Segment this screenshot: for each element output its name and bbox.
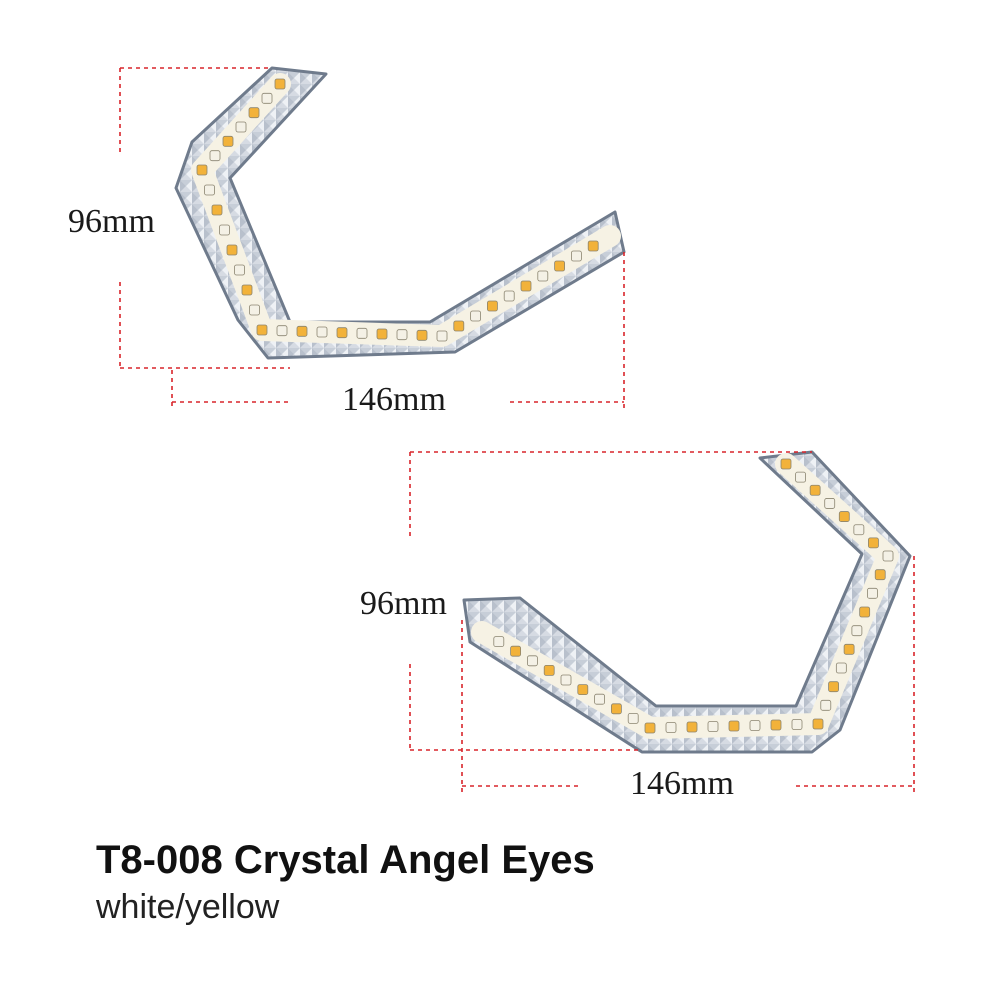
led-chip <box>204 184 215 196</box>
led-chip <box>882 550 894 562</box>
dimension-lines <box>119 67 625 410</box>
led-chip <box>795 471 806 483</box>
product-title: T8-008 Crystal Angel Eyes <box>96 838 595 882</box>
led-chip <box>665 722 677 733</box>
led-chip <box>851 625 863 637</box>
led-chip <box>436 330 448 342</box>
led-chips <box>196 78 599 342</box>
led-chip <box>470 310 482 322</box>
angel-eye-bottom: 96mm 146mm <box>360 450 915 802</box>
led-chip <box>209 150 221 162</box>
led-chip <box>486 300 498 312</box>
led-chip <box>594 693 605 705</box>
led-chip <box>560 674 572 686</box>
led-chip <box>274 78 286 90</box>
led-chip <box>835 662 847 674</box>
led-chip <box>587 240 599 252</box>
led-chip <box>627 713 639 724</box>
led-chip <box>686 721 698 733</box>
led-chip <box>336 327 348 339</box>
dimension-lines <box>409 451 915 794</box>
led-chip <box>809 484 821 496</box>
led-chip <box>843 643 855 655</box>
led-chip <box>316 326 328 338</box>
led-chip <box>261 92 273 104</box>
led-chip <box>453 320 465 332</box>
led-chip <box>527 655 538 667</box>
led-chip <box>222 135 234 147</box>
led-chip <box>749 720 761 731</box>
led-chip <box>396 329 408 341</box>
led-chip <box>416 329 428 341</box>
led-chip <box>510 645 522 657</box>
width-label: 146mm <box>630 765 734 802</box>
led-chip <box>853 524 865 536</box>
led-chip <box>226 244 238 256</box>
led-chip <box>234 264 245 276</box>
led-chip <box>707 721 719 732</box>
led-chip <box>874 569 886 581</box>
led-chip <box>554 260 565 272</box>
led-chip <box>868 537 879 549</box>
led-chip <box>820 699 832 711</box>
height-label: 96mm <box>360 585 447 622</box>
led-chip <box>241 284 253 296</box>
led-chip <box>828 681 839 693</box>
led-chip <box>770 719 782 731</box>
led-chip <box>493 636 505 647</box>
led-chip <box>249 304 260 316</box>
led-chip <box>276 325 288 337</box>
led-chip <box>196 164 208 176</box>
led-chip <box>611 703 622 715</box>
height-label: 96mm <box>68 203 155 240</box>
led-chip <box>235 121 247 133</box>
led-chip <box>780 458 792 470</box>
led-chip <box>296 325 308 337</box>
crystal-strip-body <box>462 450 912 754</box>
led-chip <box>219 224 230 236</box>
led-chip <box>859 606 871 618</box>
led-chip <box>543 665 555 676</box>
led-chip <box>520 280 532 292</box>
led-chip <box>356 327 368 339</box>
led-chip <box>812 718 824 730</box>
led-chip <box>211 204 223 216</box>
led-chip <box>248 107 260 119</box>
led-chip <box>376 328 388 340</box>
led-chip <box>838 511 850 522</box>
led-chip <box>256 324 268 336</box>
led-chip <box>824 498 836 509</box>
led-chip <box>577 684 589 695</box>
led-chip <box>644 722 656 734</box>
angel-eye-top: 96mm 146mm <box>68 66 626 418</box>
led-chip <box>728 720 740 732</box>
led-chips <box>493 458 894 734</box>
width-label: 146mm <box>342 381 446 418</box>
led-chip <box>503 290 515 302</box>
led-chip <box>571 250 582 262</box>
led-chip <box>537 270 549 282</box>
led-chip <box>867 587 878 599</box>
led-chip <box>791 719 803 730</box>
product-subtitle: white/yellow <box>96 888 280 926</box>
